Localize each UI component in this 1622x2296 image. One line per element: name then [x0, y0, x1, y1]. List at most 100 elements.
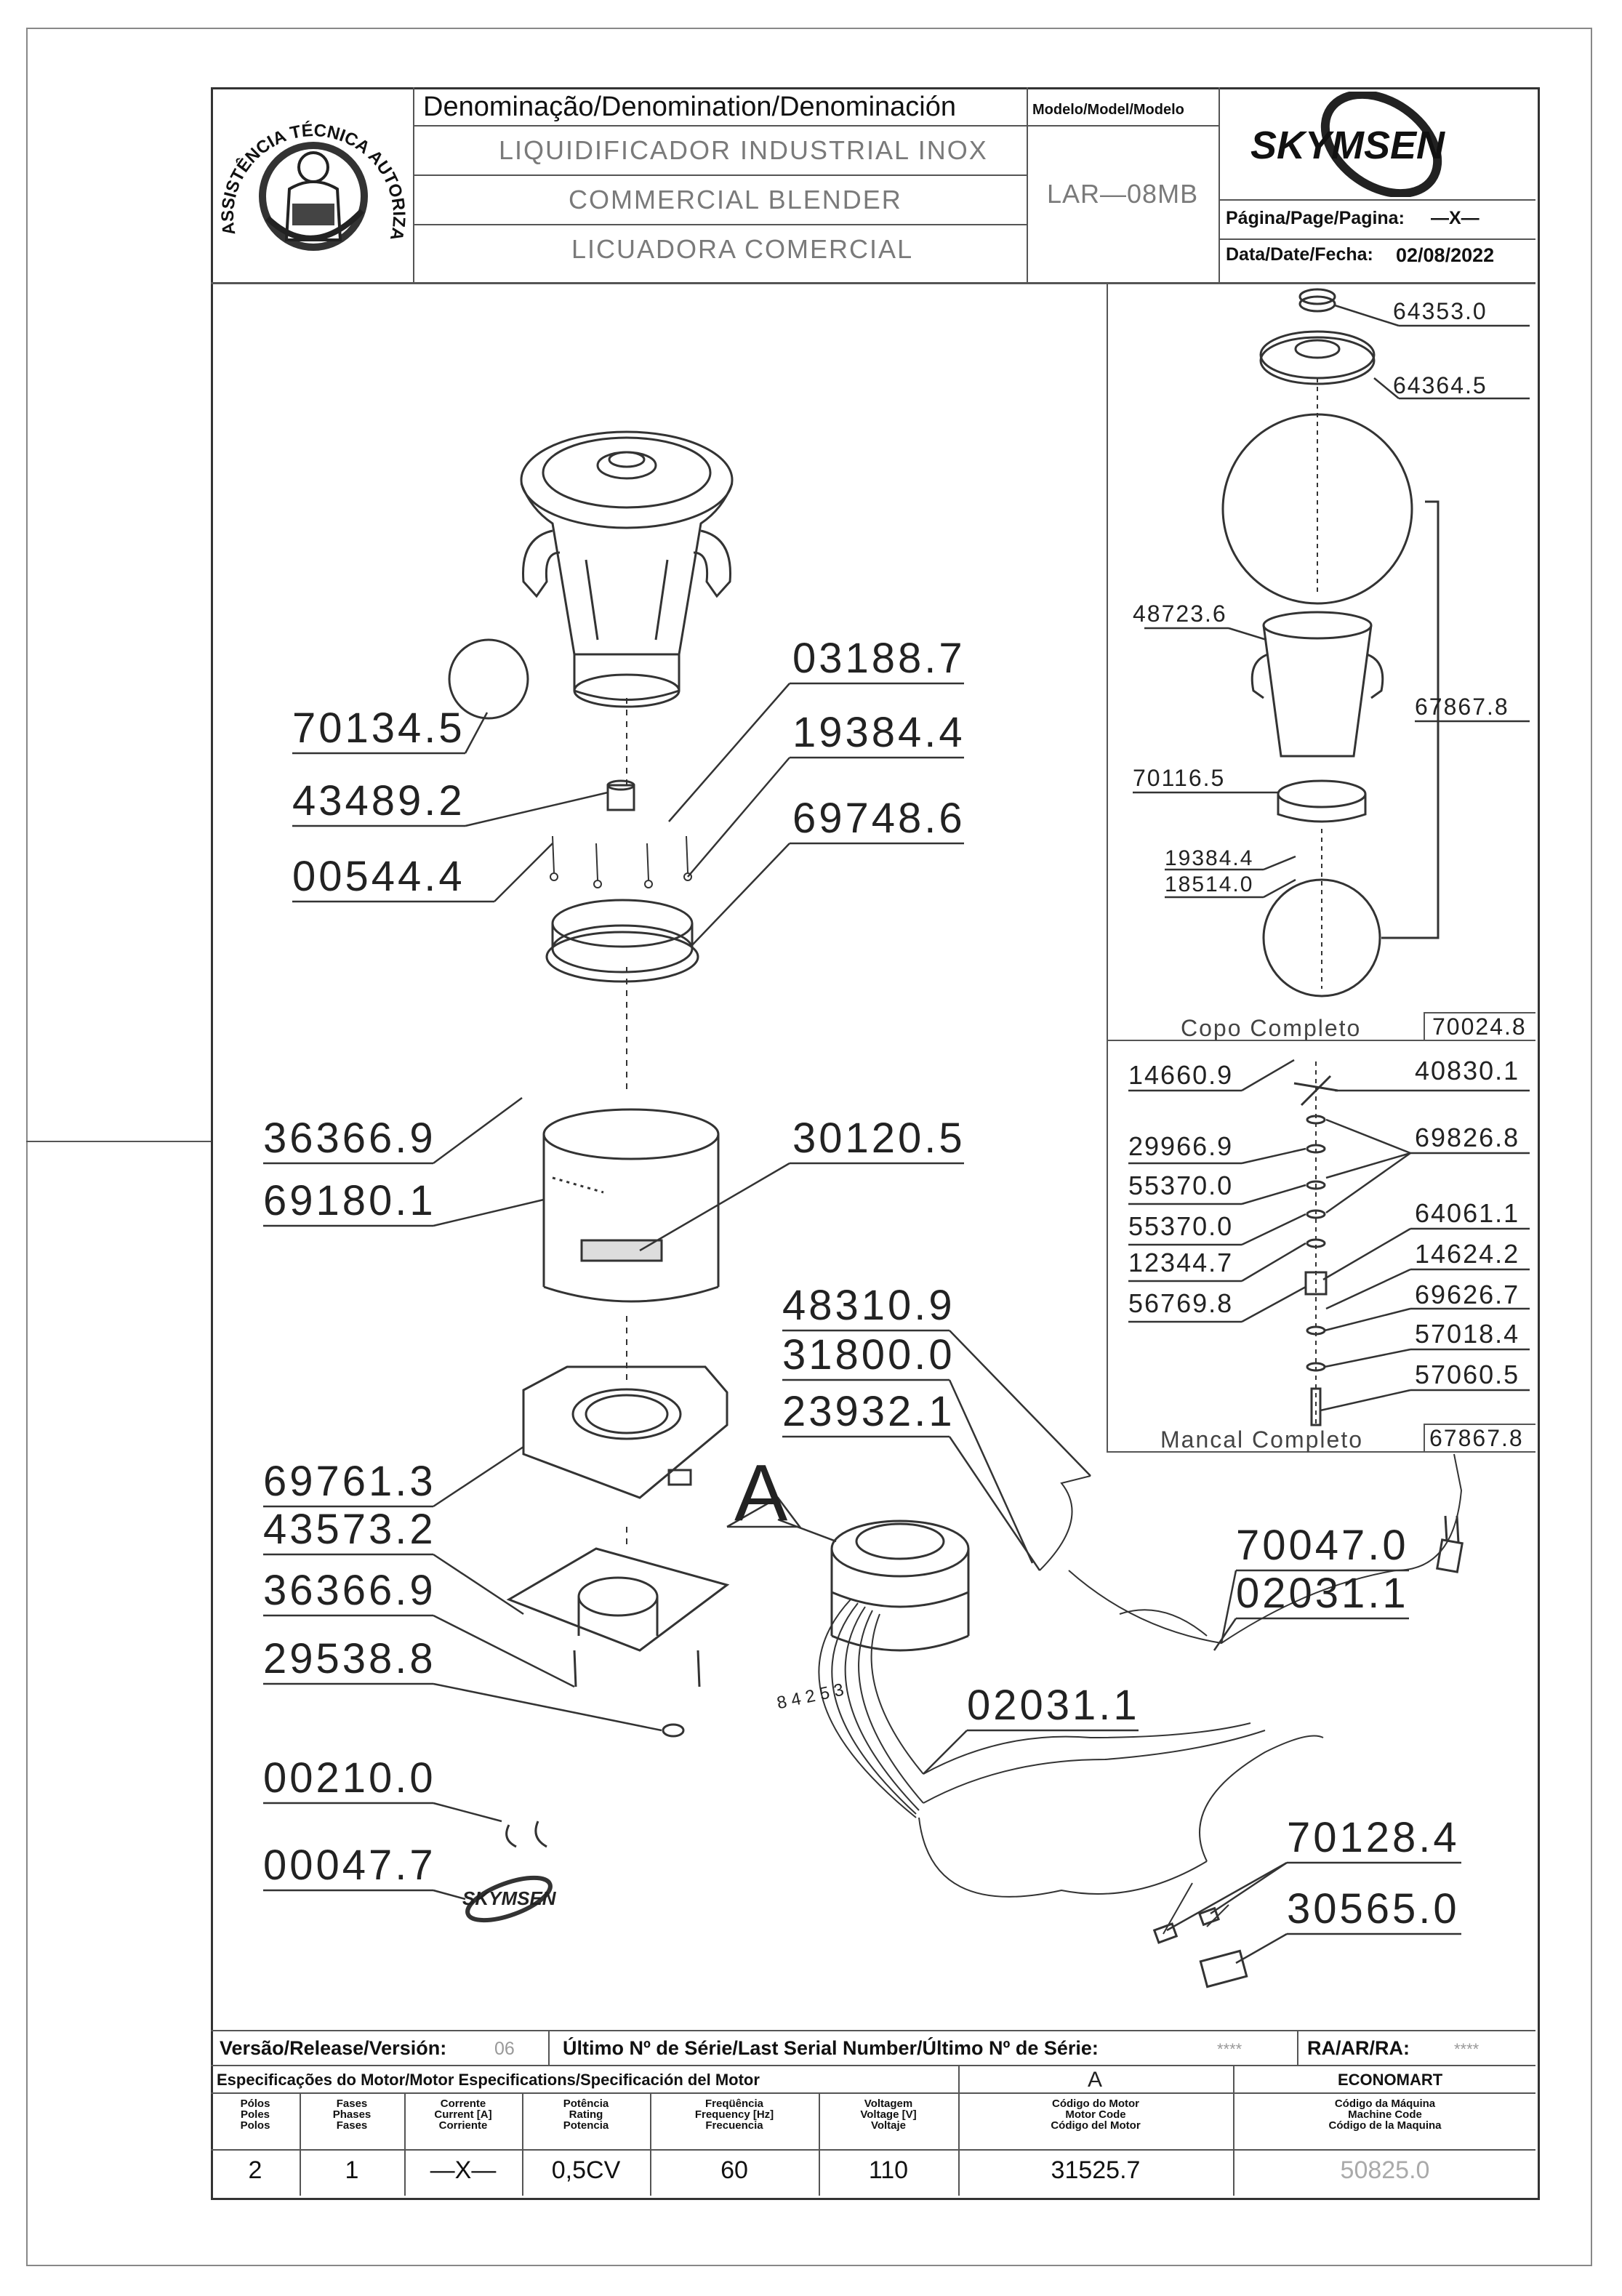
copo-code: 70024.8	[1432, 1013, 1527, 1040]
mancal-label-57060: 57060.5	[1415, 1360, 1520, 1389]
blender-jar	[520, 430, 734, 708]
spec-value-voltage: 110	[868, 2156, 909, 2184]
bottom-plate	[506, 1547, 730, 1738]
ra-value: ****	[1454, 2040, 1480, 2058]
date-label: Data/Date/Fecha:	[1226, 244, 1373, 265]
spec-header-motor-code: Código do Motor Motor Code Código del Mo…	[1051, 2098, 1141, 2132]
spec-value-machine-code: 50825.0	[1340, 2156, 1430, 2184]
spec-value-poles: 2	[248, 2156, 262, 2184]
spec-header-rating: Potência Rating Potencia	[563, 2098, 609, 2132]
motor-letter: A	[1088, 2068, 1103, 2092]
part-label-31800: 31800.0	[782, 1331, 955, 1378]
mancal-label-55370-a: 55370.0	[1128, 1171, 1234, 1200]
part-label-69748: 69748.6	[792, 795, 965, 842]
small-logo-text: SKYMSEN	[462, 1887, 556, 1909]
date-value: 02/08/2022	[1396, 244, 1495, 266]
part-label-36366-a: 36366.9	[263, 1115, 436, 1162]
power-plug	[1436, 1515, 1464, 1573]
spec-header-voltage: Voltagem Voltage [V] Voltaje	[860, 2098, 917, 2132]
copo-label-48723: 48723.6	[1133, 601, 1227, 627]
part-label-03188: 03188.7	[792, 635, 965, 682]
spec-header-phases: Fases Phases Fases	[332, 2098, 372, 2132]
mancal-label-69626: 69626.7	[1415, 1280, 1520, 1309]
detail-circle	[448, 638, 529, 720]
part-label-00047: 00047.7	[263, 1842, 436, 1889]
part-label-29538: 29538.8	[263, 1635, 436, 1682]
mancal-label-64061: 64061.1	[1415, 1198, 1520, 1228]
mancal-label-57018: 57018.4	[1415, 1319, 1520, 1349]
copo-label-67867: 67867.8	[1415, 694, 1509, 720]
name-spanish: LICUADORA COMERCIAL	[571, 234, 914, 264]
part-label-70128: 70128.4	[1287, 1814, 1460, 1861]
version-value: 06	[494, 2039, 515, 2059]
page-value: —X—	[1431, 208, 1480, 228]
part-label-70047: 70047.0	[1236, 1522, 1409, 1569]
copo-label-18514: 18514.0	[1165, 872, 1254, 896]
mancal-title: Mancal Completo	[1160, 1426, 1363, 1453]
left-margin-line	[26, 1141, 211, 1142]
part-label-43489: 43489.2	[292, 777, 465, 824]
version-label: Versão/Release/Versión:	[220, 2037, 447, 2059]
page-frame	[26, 28, 1592, 2266]
denomination-title: Denominação/Denomination/Denominación	[423, 92, 956, 122]
mancal-label-56769: 56769.8	[1128, 1288, 1234, 1318]
mancal-label-14624: 14624.2	[1415, 1239, 1520, 1269]
part-label-02031-a: 02031.1	[1236, 1570, 1409, 1617]
copo-title: Copo Completo	[1181, 1015, 1362, 1041]
small-logo	[465, 1875, 553, 1923]
base-housing	[522, 1365, 728, 1499]
part-label-00210: 00210.0	[263, 1754, 436, 1802]
part-label-43573: 43573.2	[263, 1506, 436, 1553]
part-label-69761: 69761.3	[263, 1458, 436, 1505]
part-label-00544: 00544.4	[292, 853, 465, 900]
spec-value-rating: 0,5CV	[551, 2156, 621, 2184]
economart-label: ECONOMART	[1338, 2071, 1443, 2089]
part-label-70134: 70134.5	[292, 705, 465, 752]
mancal-label-55370-b: 55370.0	[1128, 1211, 1234, 1241]
copo-label-64364: 64364.5	[1393, 372, 1487, 398]
part-label-48310: 48310.9	[782, 1282, 955, 1329]
drawing-sheet	[211, 87, 1540, 2200]
mancal-label-12344: 12344.7	[1128, 1248, 1234, 1277]
serial-label: Último Nº de Série/Last Serial Number/Úl…	[563, 2037, 1099, 2059]
jar-base	[545, 899, 699, 983]
mancal-label-69826: 69826.8	[1415, 1123, 1520, 1152]
switch	[1152, 1906, 1248, 1988]
spec-value-frequency: 60	[720, 2156, 748, 2184]
motor-housing-cylinder	[542, 1108, 720, 1303]
motor	[830, 1520, 970, 1652]
model-value: LAR—08MB	[1047, 179, 1199, 209]
motor-label-a: A	[734, 1448, 791, 1538]
mancal-label-14660: 14660.9	[1128, 1060, 1234, 1090]
skymsen-logo: SKYMSEN	[1229, 92, 1534, 197]
spec-header-frequency: Freqüência Frequency [Hz] Frecuencia	[694, 2098, 774, 2132]
mancal-exploded	[1293, 1061, 1338, 1426]
part-label-19384: 19384.4	[792, 709, 965, 756]
copo-exploded	[1221, 288, 1440, 998]
spec-header-current: Corrente Current [A] Corriente	[434, 2098, 492, 2132]
mancal-label-40830: 40830.1	[1415, 1056, 1520, 1085]
spec-value-motor-code: 31525.7	[1051, 2156, 1141, 2184]
name-portuguese: LIQUIDIFICADOR INDUSTRIAL INOX	[499, 135, 988, 165]
copo-label-70116: 70116.5	[1133, 765, 1226, 791]
name-english: COMMERCIAL BLENDER	[569, 185, 902, 214]
spec-value-current: —X—	[430, 2156, 497, 2184]
mancal-label-29966: 29966.9	[1128, 1131, 1234, 1161]
copo-label-64353: 64353.0	[1393, 298, 1487, 324]
part-label-69180: 69180.1	[263, 1177, 436, 1224]
coupling	[606, 779, 635, 811]
spec-header-machine-code: Código da Máquina Machine Code Código de…	[1328, 2098, 1442, 2132]
brand-text: SKYMSEN	[1250, 124, 1445, 167]
model-label: Modelo/Model/Modelo	[1032, 102, 1184, 118]
mancal-code: 67867.8	[1429, 1425, 1524, 1451]
spec-value-phases: 1	[345, 2156, 359, 2184]
part-label-30565: 30565.0	[1287, 1885, 1460, 1932]
part-label-30120: 30120.5	[792, 1115, 965, 1162]
copo-label-19384: 19384.4	[1165, 846, 1254, 870]
page-label: Página/Page/Pagina:	[1226, 208, 1405, 228]
ra-label: RA/AR/RA:	[1307, 2037, 1410, 2059]
serial-value: ****	[1217, 2040, 1242, 2058]
spec-header-poles: Pólos Poles Polos	[240, 2098, 270, 2132]
part-label-36366-b: 36366.9	[263, 1567, 436, 1614]
